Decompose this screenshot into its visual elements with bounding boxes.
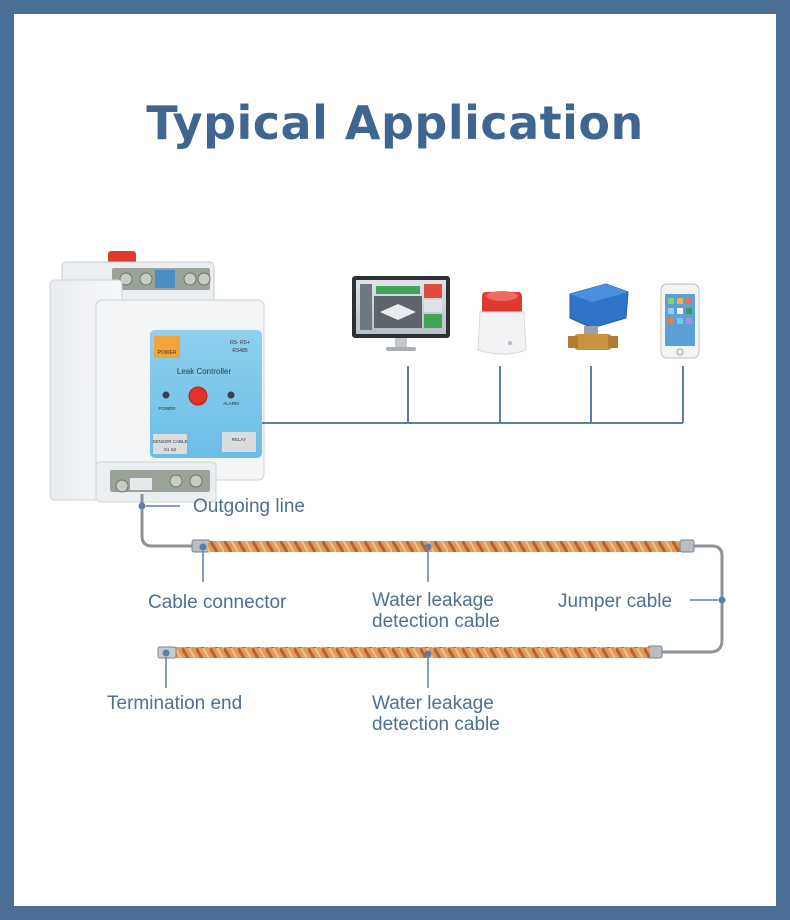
rs485-label: RS- RS+ [230,340,250,346]
reset-button[interactable] [188,386,208,406]
outgoing-line [140,494,196,548]
rs485-sub-label: RS485 [232,348,248,354]
leak-controller: POWER RS- RS+ RS485 Leak Controller POWE… [49,251,265,503]
cable-connector-label: Cable connector [148,592,287,613]
monitor-icon [352,276,450,351]
termination-end-label: Termination end [107,693,243,714]
motorized-valve-icon [568,283,629,350]
power-label: POWER [158,350,177,356]
alarm-led [227,391,235,399]
sensor-cable-label: SENSOR CABLE [152,439,187,444]
detection-cable-top [208,541,684,552]
page-title: Typical Application [146,96,644,150]
outgoing-line-label: Outgoing line [193,496,305,517]
alarm-led-label: ALARM [223,401,239,406]
water-cable-bottom-label-2: detection cable [372,714,500,735]
alarm-siren-icon [477,291,527,355]
water-cable-top-label-1: Water leakage [372,590,494,611]
power-led-label: POWER [158,406,176,411]
detection-cable-bottom [174,647,650,658]
cable-assembly [140,494,724,659]
jumper-cable-label: Jumper cable [558,591,673,612]
controller-name: Leak Controller [177,367,232,376]
water-cable-bottom-label-1: Water leakage [372,693,494,714]
leader-lines [138,502,726,688]
bus-wiring [262,366,684,424]
power-led [162,391,170,399]
water-cable-top-label-2: detection cable [372,611,500,632]
sensor-terminals-label: S1 S2 [164,447,177,452]
smartphone-icon [660,283,700,359]
relay-label: RELAY [232,437,246,442]
